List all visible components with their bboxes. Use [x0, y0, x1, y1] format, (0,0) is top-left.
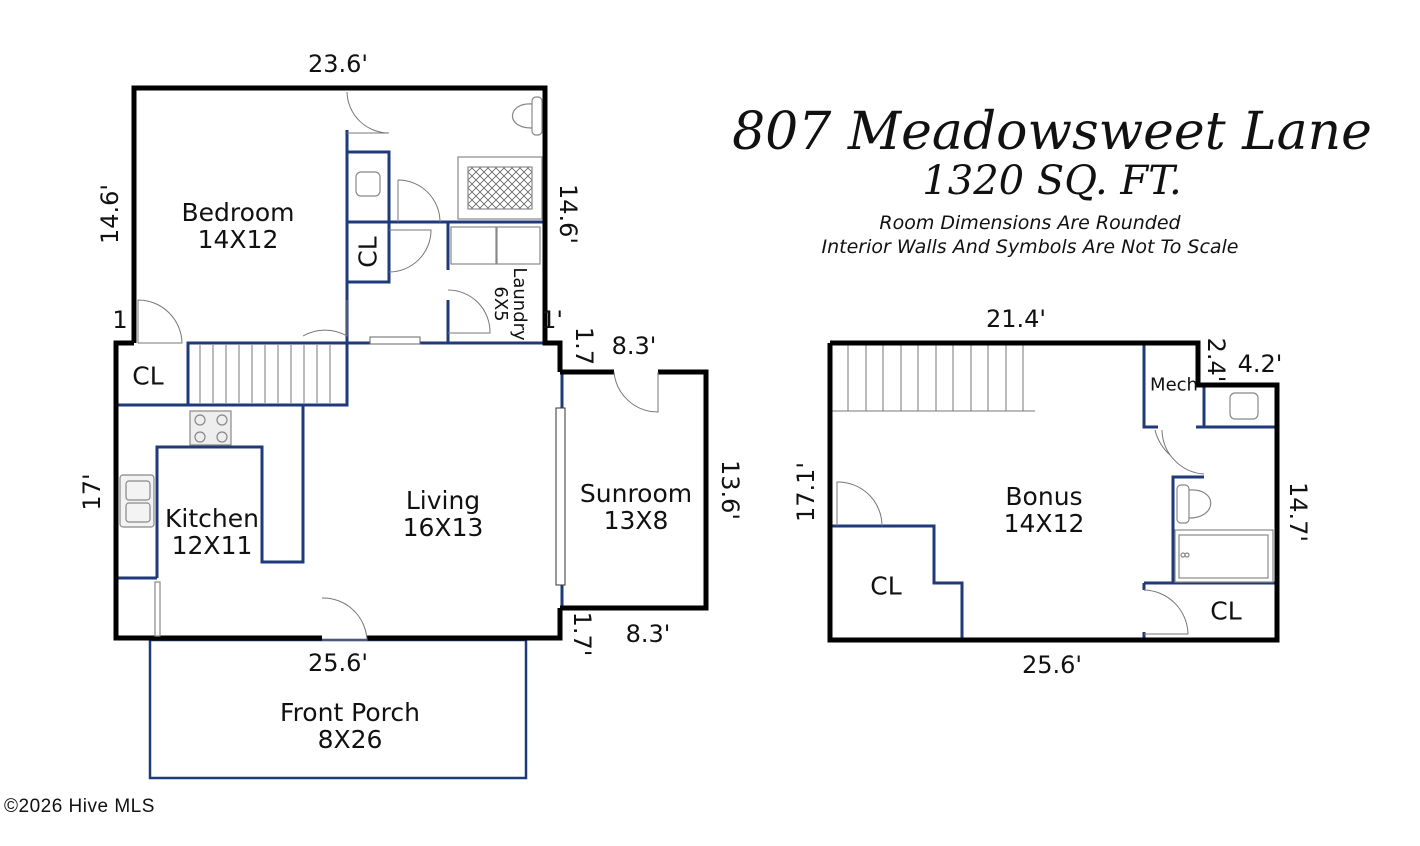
room-name: CL [353, 236, 383, 268]
room-size: 6X5 [490, 286, 511, 322]
square-footage: 1320 SQ. FT. [922, 158, 1182, 204]
doors [137, 91, 659, 641]
dim-upper-right: 14.7' [1284, 481, 1312, 543]
room-name: Bedroom [181, 198, 295, 227]
main-floor [113, 85, 709, 780]
sink-icon [355, 171, 381, 197]
doors-upper [836, 429, 1205, 635]
room-closet-bath: CL [353, 236, 383, 268]
room-size: 14X12 [197, 225, 279, 254]
room-name: Mech [1150, 374, 1198, 396]
room-size: 12X11 [171, 531, 253, 560]
refrigerator-icon [154, 581, 161, 637]
bathtub-icon [1174, 529, 1274, 583]
dim-main-left-lower: 17' [78, 473, 106, 511]
dim-main-top: 23.6' [307, 50, 369, 78]
dim-sunroom-top: 8.3' [611, 332, 657, 360]
fixtures [119, 96, 543, 637]
room-name: CL [1210, 596, 1242, 626]
stove-icon [189, 410, 232, 446]
room-size: 16X13 [402, 513, 484, 542]
room-name: Living [405, 486, 481, 515]
dim-upper-step-offset: 2.4' [1202, 337, 1230, 383]
window [369, 336, 421, 345]
note-rounded: Room Dimensions Are Rounded [879, 212, 1181, 234]
dim-upper-top: 21.4' [985, 305, 1047, 333]
room-name: Kitchen [165, 504, 259, 533]
room-name: Front Porch [280, 698, 420, 727]
note-not-to-scale: Interior Walls And Symbols Are Not To Sc… [821, 236, 1239, 258]
washer-icon [450, 226, 497, 265]
dryer-icon [496, 226, 541, 265]
exterior-walls [113, 85, 709, 641]
dim-main-right-upper: 14.6' [554, 183, 582, 245]
dim-upper-bottom: 25.6' [1021, 651, 1083, 679]
property-address: 807 Meadowsweet Lane [732, 102, 1372, 162]
room-closet-right: CL [1210, 598, 1241, 625]
dim-upper-step-top: 4.2' [1237, 350, 1283, 378]
shower-icon [457, 156, 543, 220]
toilet-icon [1176, 484, 1212, 524]
dim-sunroom-top-offset: 1.7 [570, 326, 598, 366]
dim-step-left: 1 [112, 306, 128, 334]
sliding-door [555, 407, 566, 586]
interior-walls-upper [830, 345, 1276, 640]
room-name: Bonus [1005, 482, 1083, 511]
dim-main-left-upper: 14.6' [96, 183, 124, 245]
exterior-walls-upper [827, 340, 1280, 643]
dim-step-right: 1' [541, 306, 563, 334]
room-name: Laundry [509, 267, 530, 341]
room-closet-entry: CL [132, 363, 163, 390]
upper-floor [827, 340, 1280, 643]
room-name: Sunroom [579, 479, 693, 508]
room-size: 8X26 [317, 725, 383, 754]
room-name: CL [870, 571, 902, 601]
fixtures-upper [1174, 392, 1274, 583]
stairs-upper [830, 345, 1035, 412]
copyright-text: ©2026 Hive MLS [4, 796, 155, 817]
kitchen-sink-icon [119, 474, 155, 528]
dim-sunroom-right: 13.6' [716, 459, 744, 521]
room-name: CL [132, 361, 164, 391]
sink-icon [1229, 392, 1259, 420]
room-mech: Mech [1150, 372, 1198, 399]
dim-main-bottom: 25.6' [307, 649, 369, 677]
toilet-icon [511, 96, 543, 136]
room-closet-left: CL [870, 573, 901, 600]
stairs [199, 345, 331, 403]
room-size: 13X8 [603, 506, 669, 535]
dim-sunroom-bottom-offset: 1.7' [568, 611, 596, 657]
dim-upper-left: 17.1' [792, 461, 820, 523]
dim-sunroom-bottom: 8.3' [625, 620, 671, 648]
room-size: 14X12 [1003, 509, 1085, 538]
